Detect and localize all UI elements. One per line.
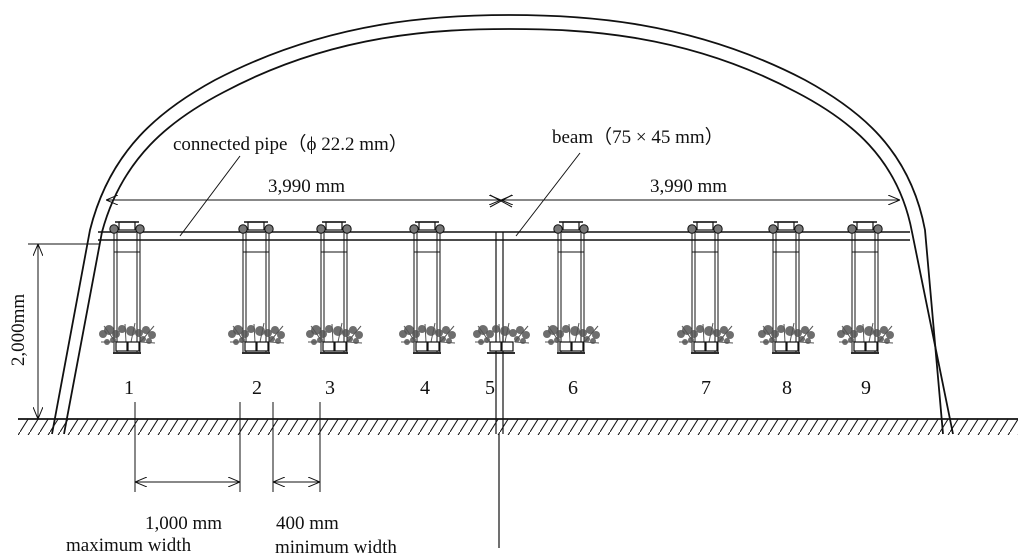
trolley — [325, 221, 343, 231]
width-dimensions — [134, 402, 321, 492]
plant — [306, 322, 363, 345]
roller-wheel — [713, 224, 723, 234]
trolley — [418, 221, 436, 231]
min-width-value: 400 mm — [276, 513, 339, 534]
roller-wheel — [109, 224, 119, 234]
growing-row — [228, 221, 285, 354]
span-left-label: 3,990 mm — [268, 176, 345, 197]
growing-row — [473, 322, 530, 354]
pot — [127, 341, 140, 352]
plant — [99, 322, 156, 345]
row-number: 7 — [701, 377, 711, 399]
pot — [705, 341, 718, 352]
connected-pipe — [98, 231, 910, 241]
row-number: 8 — [782, 377, 792, 399]
row-number: 9 — [861, 377, 871, 399]
leader-lines — [179, 152, 581, 237]
pot — [865, 341, 878, 352]
growing-rows — [99, 221, 894, 354]
trolley — [696, 221, 714, 231]
roller-wheel — [579, 224, 589, 234]
plant — [399, 322, 456, 345]
pot — [693, 341, 706, 352]
plant — [837, 322, 894, 345]
roller-wheel — [873, 224, 883, 234]
pot — [501, 341, 514, 352]
growing-row — [306, 221, 363, 354]
row-numbers: 1 2 3 4 5 6 7 8 9 — [124, 377, 871, 399]
trolley — [247, 221, 265, 231]
pot — [115, 341, 128, 352]
max-width-caption: maximum width — [66, 535, 192, 556]
arch-frame — [51, 14, 954, 435]
roller-wheel — [135, 224, 145, 234]
pot — [244, 341, 257, 352]
height-label: 2,000mm — [8, 294, 29, 367]
pot — [334, 341, 347, 352]
pot — [559, 341, 572, 352]
row-number: 5 — [485, 377, 495, 399]
roller-wheel — [316, 224, 326, 234]
max-width-value: 1,000 mm — [145, 513, 222, 534]
pot — [489, 341, 502, 352]
pot — [853, 341, 866, 352]
growing-row — [837, 221, 894, 354]
min-width-caption: minimum width — [275, 537, 397, 557]
plant — [758, 322, 815, 345]
roller-wheel — [238, 224, 248, 234]
pot — [786, 341, 799, 352]
row-number: 2 — [252, 377, 262, 399]
roller-wheel — [847, 224, 857, 234]
plant — [543, 322, 600, 345]
roller-wheel — [264, 224, 274, 234]
pot — [322, 341, 335, 352]
pot — [571, 341, 584, 352]
growing-row — [99, 221, 156, 354]
span-dimensions — [106, 194, 900, 208]
beam-label: beam（75 × 45 mm） — [552, 126, 724, 148]
plant — [473, 322, 530, 345]
trolley — [562, 221, 580, 231]
row-number: 3 — [325, 377, 335, 399]
roller-wheel — [687, 224, 697, 234]
plant — [228, 322, 285, 345]
pot — [427, 341, 440, 352]
ground — [18, 418, 1018, 435]
pot — [415, 341, 428, 352]
roller-wheel — [794, 224, 804, 234]
height-dimension — [28, 243, 100, 419]
span-right-label: 3,990 mm — [650, 176, 727, 197]
trolley — [856, 221, 874, 231]
growing-row — [543, 221, 600, 354]
trolley — [777, 221, 795, 231]
plant — [677, 322, 734, 345]
center-beam — [495, 232, 504, 548]
row-number: 6 — [568, 377, 578, 399]
growing-row — [677, 221, 734, 354]
row-number: 4 — [420, 377, 430, 399]
pot — [774, 341, 787, 352]
growing-row — [399, 221, 456, 354]
connected-pipe-label: connected pipe（ϕ 22.2 mm） — [173, 133, 408, 155]
pot — [256, 341, 269, 352]
roller-wheel — [342, 224, 352, 234]
roller-wheel — [409, 224, 419, 234]
trolley — [118, 221, 136, 231]
roller-wheel — [768, 224, 778, 234]
roller-wheel — [435, 224, 445, 234]
roller-wheel — [553, 224, 563, 234]
row-number: 1 — [124, 377, 134, 399]
growing-row — [758, 221, 815, 354]
